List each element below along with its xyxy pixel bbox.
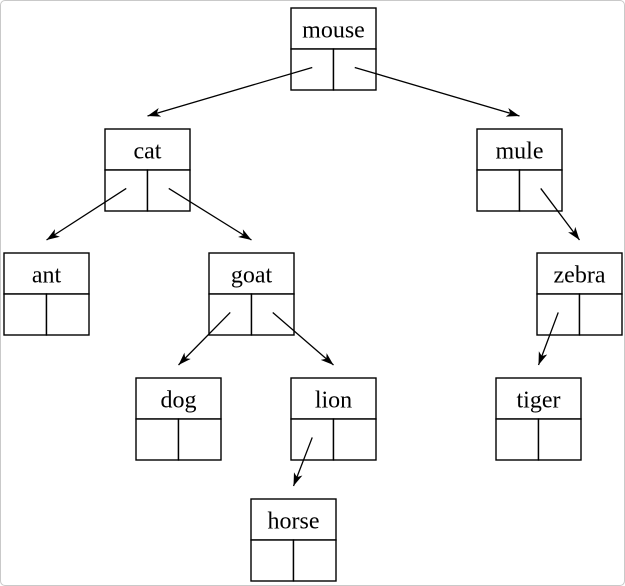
node-left-pointer-cell (290, 48, 335, 91)
edge-mouse-mule (354, 66, 520, 117)
edge-zebra-tiger (537, 312, 559, 366)
node-label: goat (231, 263, 273, 289)
edge-mule-zebra (540, 188, 581, 241)
node-left-pointer-cell (250, 539, 295, 582)
node-label-cell (208, 252, 295, 295)
edge-cat-ant (46, 187, 127, 241)
node-label-cell (250, 498, 337, 541)
node-right-pointer-cell (332, 48, 377, 91)
node-label: horse (268, 509, 320, 535)
node-left-pointer-cell (135, 418, 180, 461)
tree-node-mouse: mouse (290, 7, 377, 91)
node-label-cell (290, 377, 377, 420)
node-right-pointer-cell (518, 169, 563, 212)
edge-goat-lion (272, 311, 334, 366)
node-label: mouse (302, 18, 365, 44)
node-left-pointer-cell (3, 293, 48, 336)
tree-node-goat: goat (208, 252, 295, 336)
node-label-cell (536, 252, 623, 295)
node-right-pointer-cell (146, 169, 191, 212)
node-left-pointer-cell (208, 293, 253, 336)
node-label: tiger (517, 388, 561, 414)
node-right-pointer-cell (292, 539, 337, 582)
node-label-cell (290, 7, 377, 50)
tree-node-tiger: tiger (495, 377, 582, 461)
edge-mouse-cat (147, 66, 313, 117)
edge-lion-horse (292, 437, 313, 487)
tree-node-mule: mule (476, 128, 563, 212)
edge-goat-dog (178, 311, 231, 366)
edges-layer (46, 66, 581, 487)
tree-node-ant: ant (3, 252, 90, 336)
node-left-pointer-cell (104, 169, 149, 212)
node-right-pointer-cell (250, 293, 295, 336)
node-label: ant (32, 263, 62, 289)
node-right-pointer-cell (45, 293, 90, 336)
tree-node-horse: horse (250, 498, 337, 582)
node-right-pointer-cell (578, 293, 623, 336)
node-left-pointer-cell (536, 293, 581, 336)
node-label: dog (161, 388, 197, 414)
node-label: mule (496, 139, 544, 165)
tree-node-zebra: zebra (536, 252, 623, 336)
node-label-cell (135, 377, 222, 420)
node-label: cat (134, 139, 162, 165)
tree-node-lion: lion (290, 377, 377, 461)
node-left-pointer-cell (495, 418, 540, 461)
node-left-pointer-cell (476, 169, 521, 212)
edge-cat-goat (168, 187, 252, 241)
tree-node-cat: cat (104, 128, 191, 212)
nodes-layer: mouse cat mule ant goat zebra dog lion tiger hors… (3, 7, 623, 582)
node-label-cell (104, 128, 191, 171)
tree-node-dog: dog (135, 377, 222, 461)
node-right-pointer-cell (537, 418, 582, 461)
node-right-pointer-cell (177, 418, 222, 461)
node-left-pointer-cell (290, 418, 335, 461)
node-label: zebra (554, 263, 606, 289)
node-right-pointer-cell (332, 418, 377, 461)
node-label: lion (315, 388, 352, 414)
